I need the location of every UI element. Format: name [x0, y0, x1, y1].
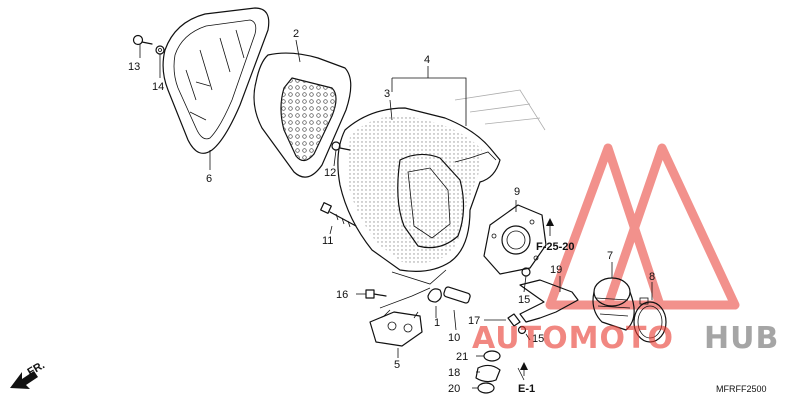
- watermark-logo: [545, 143, 740, 310]
- intake-adapter-plate: [483, 204, 547, 275]
- clip-15b: [517, 325, 527, 335]
- air-cleaner-cover: [162, 7, 270, 154]
- clip-20: [477, 382, 495, 394]
- bolt-11: [320, 202, 357, 228]
- callout-12: 12: [324, 167, 336, 179]
- air-filter-element: [253, 52, 352, 178]
- fitting-17: [507, 313, 521, 327]
- callout-7: 7: [607, 250, 613, 262]
- air-cleaner-housing: [337, 107, 501, 285]
- leader-lines: [139, 39, 653, 389]
- breather-plate: [369, 309, 423, 347]
- ref-label-f2520: F-25-20: [536, 241, 575, 253]
- callout-21: 21: [456, 351, 468, 363]
- callout-15b: 15: [532, 333, 544, 345]
- callout-9: 9: [514, 186, 520, 198]
- front-label: FR.: [26, 359, 47, 378]
- watermark-text: AUTOMOTO HUB: [472, 321, 779, 356]
- callout-14: 14: [152, 81, 164, 93]
- callout-10: 10: [448, 332, 460, 344]
- housing-shadow: [454, 89, 546, 131]
- band-clamp: [633, 297, 667, 343]
- callout-20: 20: [448, 383, 460, 395]
- callout-17: 17: [468, 315, 480, 327]
- front-direction-arrow: [10, 371, 38, 389]
- callout-5: 5: [394, 359, 400, 371]
- diagram-code: MFRFF2500: [716, 384, 767, 394]
- svg-text:AUTOMOTO: AUTOMOTO: [472, 321, 674, 356]
- callouts: 1 2 3 4 5 6 7 8 9 10 11 12 13 14 15 15 1…: [128, 28, 655, 395]
- callout-11: 11: [322, 235, 333, 247]
- ref-arrow-e1: [520, 362, 528, 376]
- callout-19: 19: [550, 264, 562, 276]
- screw-13: [132, 34, 153, 46]
- callout-3: 3: [384, 88, 390, 100]
- tube-bracket: [519, 279, 579, 323]
- callout-15a: 15: [518, 294, 530, 306]
- callout-8: 8: [649, 271, 655, 283]
- drain-plug-18: [475, 364, 501, 383]
- ref-arrow-f2520: [546, 218, 554, 236]
- bolt-16: [365, 289, 387, 299]
- screw-12: [331, 141, 351, 151]
- hose-clip: [427, 288, 442, 303]
- callout-2: 2: [293, 28, 299, 40]
- drain-tube: [443, 286, 471, 304]
- callout-16: 16: [336, 289, 348, 301]
- ref-label-e1: E-1: [518, 383, 535, 395]
- callout-1: 1: [434, 317, 440, 329]
- callout-13: 13: [128, 61, 140, 73]
- svg-text:HUB: HUB: [704, 321, 779, 356]
- callout-6: 6: [206, 173, 212, 185]
- callout-4: 4: [424, 54, 430, 66]
- collar-14: [155, 45, 165, 55]
- callout-18: 18: [448, 367, 460, 379]
